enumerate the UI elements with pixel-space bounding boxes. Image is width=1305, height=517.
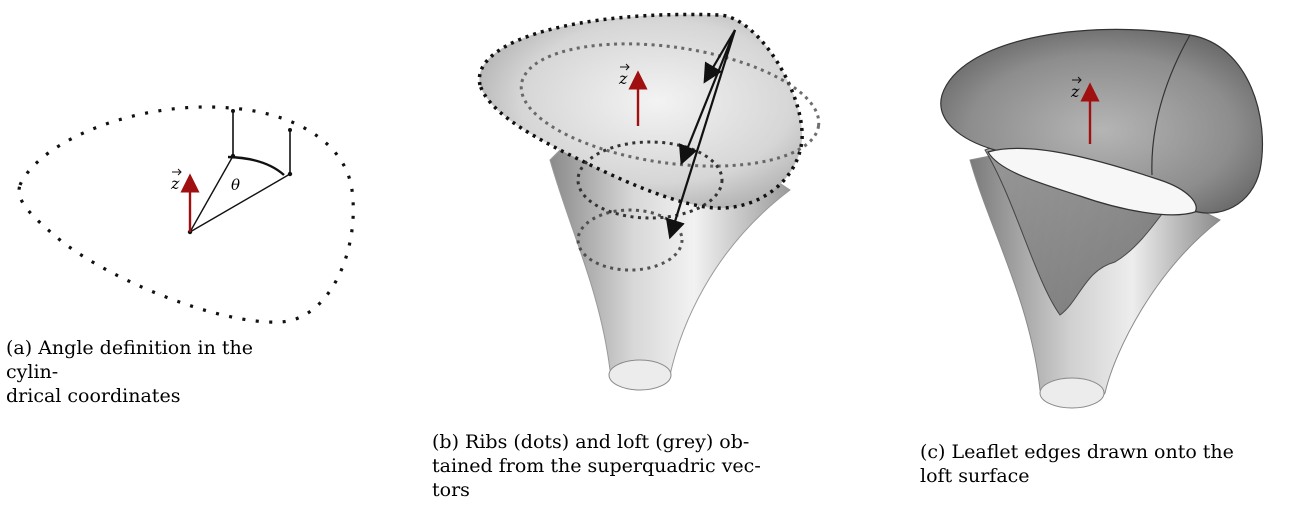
loft-top-surface-b xyxy=(479,14,803,209)
z-vector-label-c: z xyxy=(1070,76,1082,101)
z-vector-label-b: z xyxy=(618,63,630,88)
caption-b-label: (b) xyxy=(432,431,459,453)
caption-b-text-2: tained from the superquadric vec- xyxy=(432,455,761,477)
caption-b-text-1: Ribs (dots) and loft (grey) ob- xyxy=(465,431,750,453)
z-vector-label-a: z xyxy=(170,168,182,193)
caption-c-line-1: (c) Leaflet edges drawn onto the xyxy=(920,440,1300,464)
svg-text:z: z xyxy=(1070,82,1080,101)
caption-b-line-1: (b) Ribs (dots) and loft (grey) ob- xyxy=(432,430,772,454)
z-label-text-a: z xyxy=(170,174,180,193)
panel-a: z θ (a) Angle definition in the cylin- d… xyxy=(0,0,380,517)
radial-line-2 xyxy=(189,173,291,233)
panel-b: z (b) Ribs (dots) and loft (grey) ob- ta… xyxy=(430,0,840,517)
caption-a: (a) Angle definition in the cylin- drica… xyxy=(6,336,296,408)
caption-a-text-1: Angle definition in the cylin- xyxy=(6,337,253,383)
radial-line-1 xyxy=(189,155,234,233)
leaflet-region-c xyxy=(984,139,1166,316)
vector-arrow-3 xyxy=(703,29,736,84)
caption-c-text-2: loft surface xyxy=(920,465,1030,487)
caption-a-label: (a) xyxy=(6,337,33,359)
rib-3 xyxy=(576,140,724,220)
svg-text:z: z xyxy=(618,69,628,88)
leaflet-edge-seam xyxy=(1151,34,1191,176)
caption-c: (c) Leaflet edges drawn onto the loft su… xyxy=(920,440,1300,488)
vector-arrow-1 xyxy=(678,29,737,166)
rib-2 xyxy=(519,42,821,168)
theta-label: θ xyxy=(231,176,240,194)
rib-curve-a xyxy=(17,105,355,324)
vector-arrow-2 xyxy=(665,29,737,240)
rib-4 xyxy=(576,208,684,272)
caption-c-text-1: Leaflet edges drawn onto the xyxy=(951,441,1234,463)
caption-b: (b) Ribs (dots) and loft (grey) ob- tain… xyxy=(432,430,772,502)
caption-a-line-1: (a) Angle definition in the cylin- xyxy=(6,336,296,384)
caption-b-text-3: tors xyxy=(432,479,470,501)
panel-b-figure: z xyxy=(477,12,821,391)
panel-c: z (c) Leaflet edges drawn onto the loft … xyxy=(920,0,1305,517)
theta-arc xyxy=(227,155,285,176)
caption-c-label: (c) xyxy=(920,441,946,463)
panel-a-figure: z θ xyxy=(17,105,355,324)
leaflet-opening-c xyxy=(987,147,1197,216)
caption-a-text-2: drical coordinates xyxy=(6,385,181,407)
panel-c-figure: z xyxy=(940,28,1264,409)
